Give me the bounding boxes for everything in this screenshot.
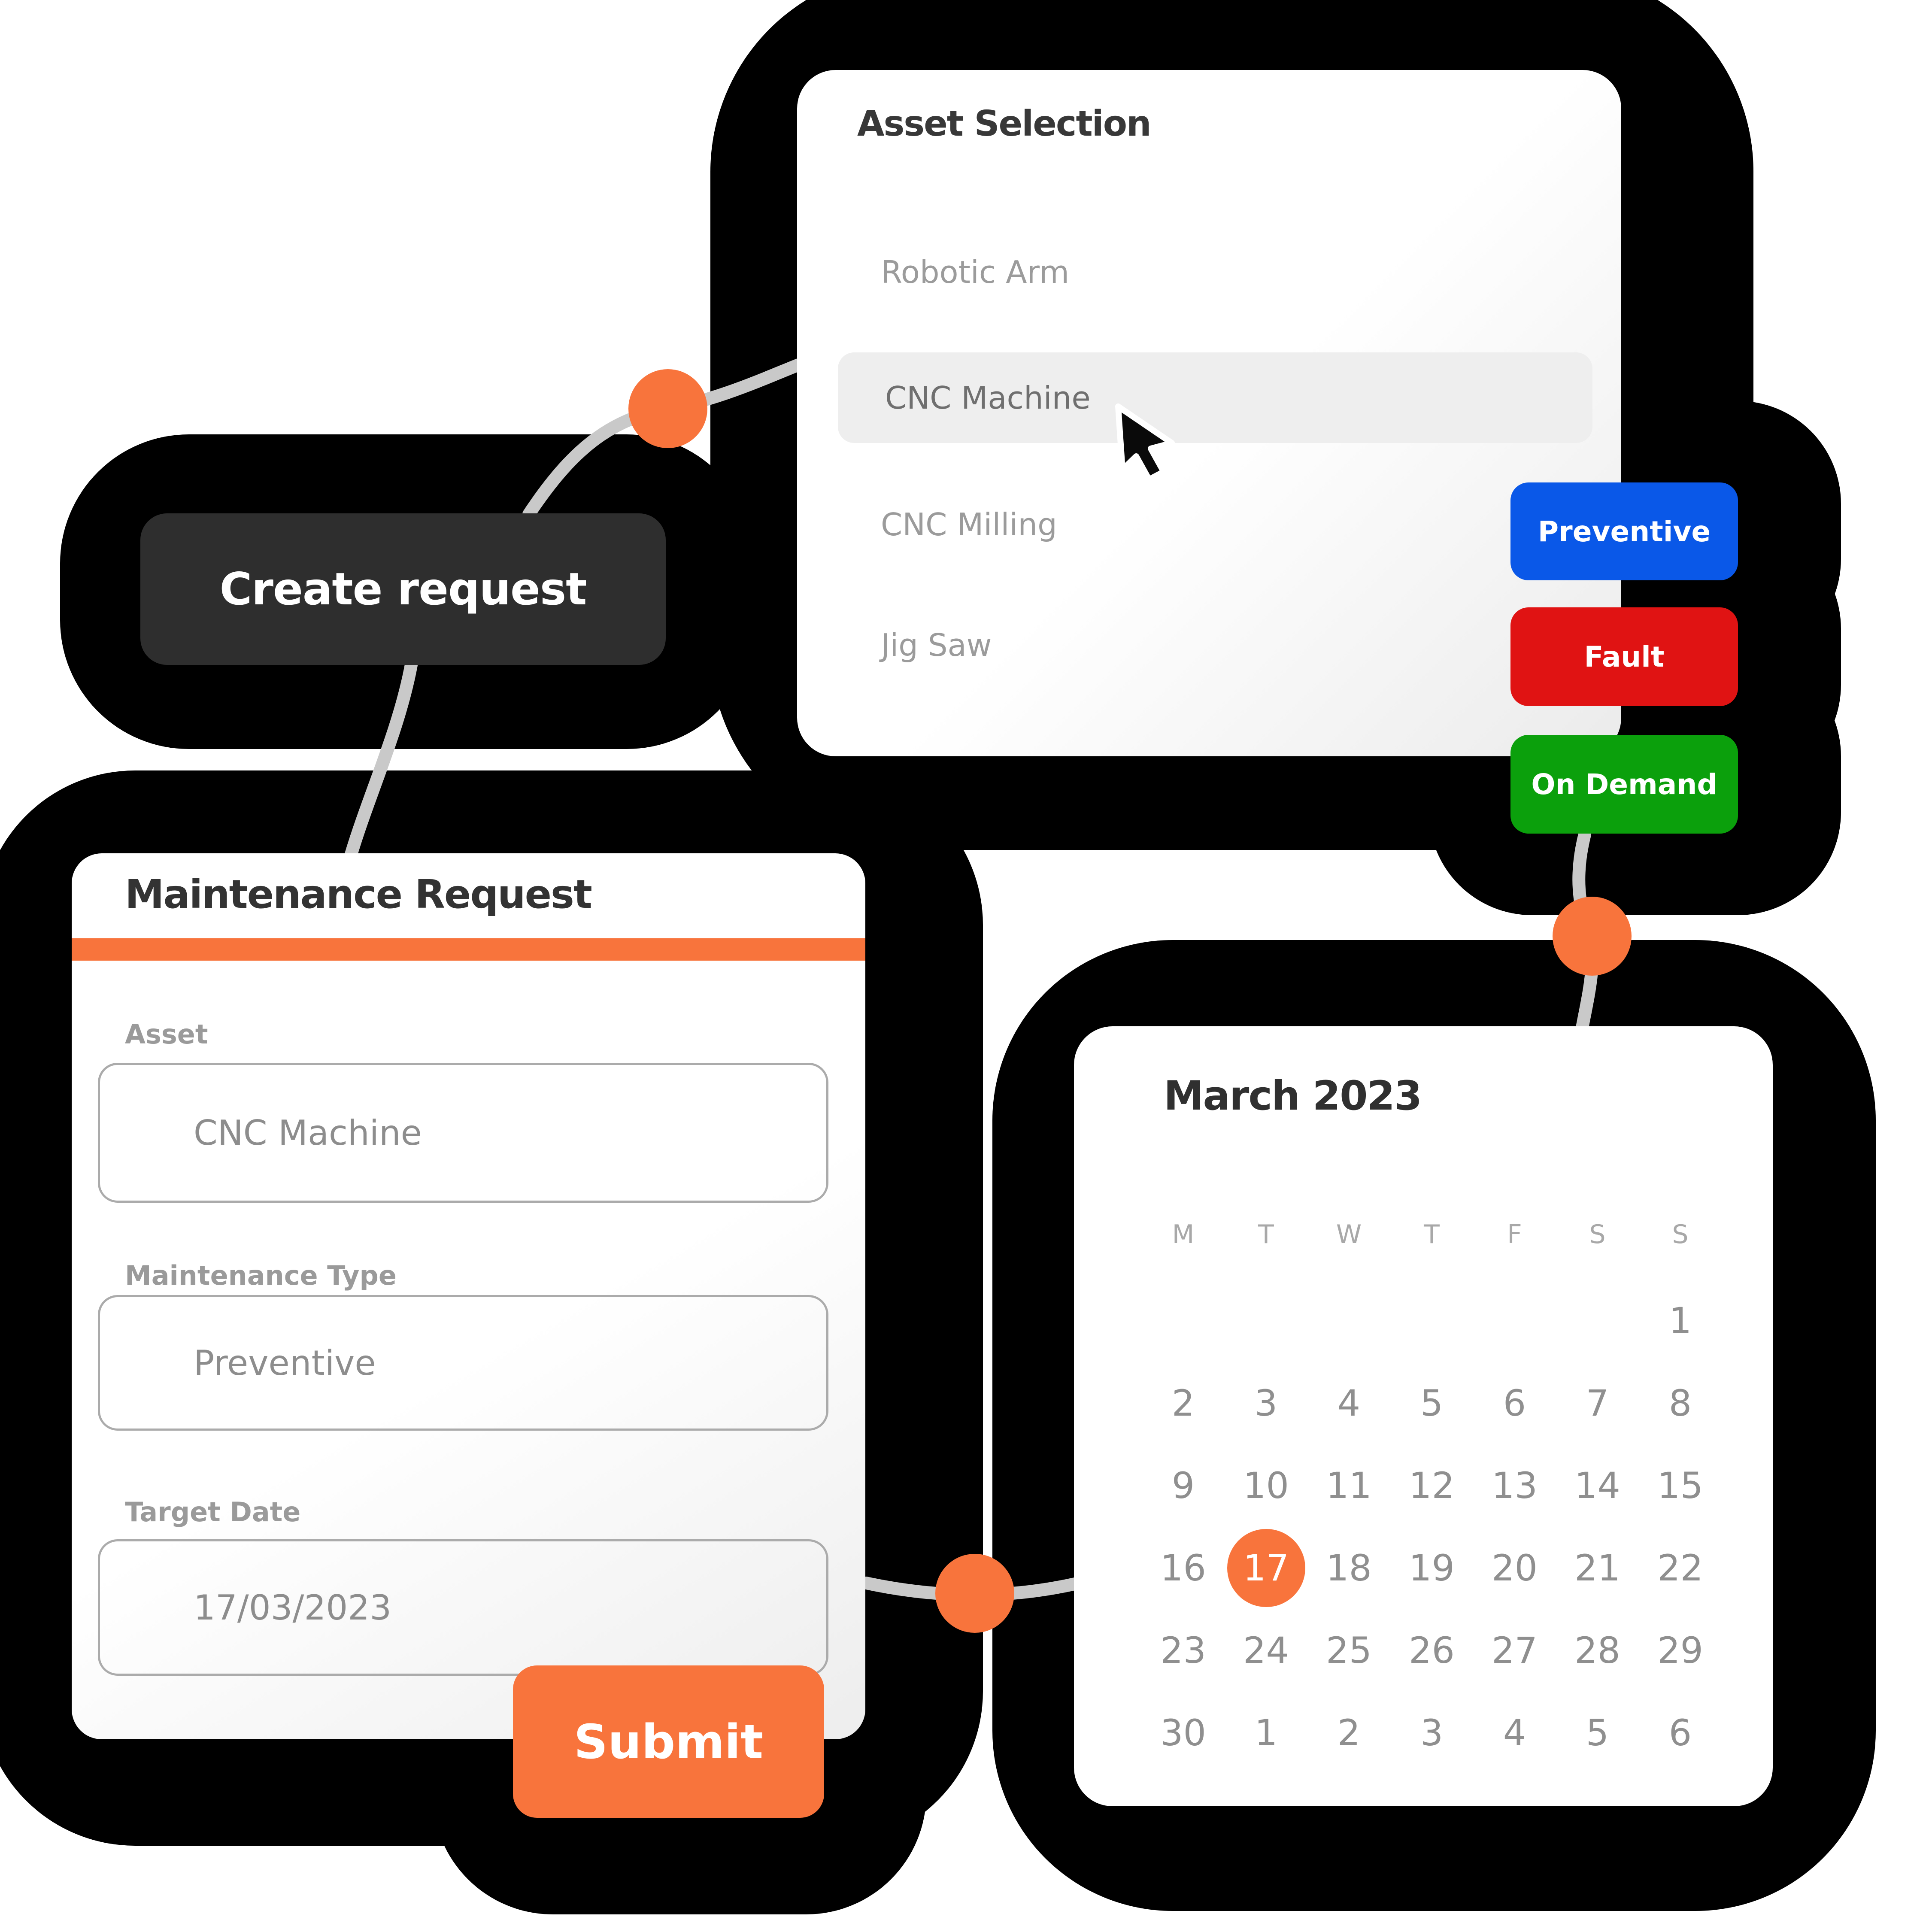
badge-preventive-label: Preventive [1538, 515, 1711, 548]
selected-date-circle: 17 [1227, 1529, 1305, 1607]
badge-fault[interactable]: Fault [1510, 607, 1738, 706]
target-date-field-value: 17/03/2023 [194, 1587, 392, 1628]
calendar-day[interactable]: 18 [1326, 1547, 1372, 1589]
calendar-day[interactable]: 6 [1668, 1712, 1692, 1754]
day-header-sat: S [1589, 1219, 1606, 1250]
calendar-day[interactable]: 5 [1420, 1382, 1444, 1424]
calendar-day[interactable]: 23 [1160, 1629, 1206, 1671]
calendar-day [1390, 1280, 1473, 1362]
day-header-wed: W [1336, 1219, 1362, 1250]
calendar-day[interactable]: 11 [1326, 1465, 1372, 1507]
calendar-day[interactable]: 2 [1171, 1382, 1195, 1424]
maintenance-type-field-label: Maintenance Type [125, 1260, 397, 1291]
calendar-day[interactable]: 13 [1492, 1465, 1538, 1507]
calendar-day[interactable]: 29 [1657, 1629, 1703, 1671]
calendar-week-5: 23 24 25 26 27 28 29 [1142, 1609, 1722, 1692]
day-header-mon: M [1172, 1219, 1195, 1250]
calendar-day [1225, 1280, 1307, 1362]
calendar-day[interactable]: 27 [1492, 1629, 1538, 1671]
cursor-pointer-icon [1115, 403, 1175, 482]
connector-dot-form [935, 1554, 1014, 1633]
calendar-day[interactable]: 24 [1243, 1629, 1289, 1671]
calendar-day[interactable]: 3 [1420, 1712, 1444, 1754]
calendar-day[interactable]: 1 [1254, 1712, 1278, 1754]
maintenance-type-field[interactable]: Preventive [98, 1295, 828, 1431]
badge-fault-label: Fault [1584, 640, 1665, 673]
asset-item-selected-highlight[interactable] [838, 352, 1592, 443]
submit-button[interactable]: Submit [513, 1665, 824, 1818]
asset-field[interactable]: CNC Machine [98, 1063, 828, 1203]
asset-selection-panel: Asset Selection Robotic Arm CNC Machine … [797, 70, 1621, 756]
maintenance-type-field-value: Preventive [194, 1343, 376, 1383]
day-header-fri: F [1507, 1219, 1522, 1250]
create-request-label: Create request [219, 563, 587, 615]
calendar-day[interactable]: 6 [1503, 1382, 1526, 1424]
asset-item-robotic-arm[interactable]: Robotic Arm [881, 254, 1070, 290]
calendar-day [1307, 1280, 1390, 1362]
calendar-day[interactable]: 20 [1492, 1547, 1538, 1589]
calendar-day[interactable]: 9 [1171, 1465, 1195, 1507]
maintenance-request-title: Maintenance Request [125, 871, 592, 917]
calendar-day[interactable]: 30 [1160, 1712, 1206, 1754]
asset-field-label: Asset [125, 1019, 208, 1050]
calendar-day[interactable]: 21 [1574, 1547, 1620, 1589]
maintenance-request-panel: Maintenance Request Asset CNC Machine Ma… [72, 853, 865, 1739]
calendar-week-2: 2 3 4 5 6 7 8 [1142, 1362, 1722, 1444]
asset-field-value: CNC Machine [194, 1113, 422, 1153]
calendar-week-1: 1 [1142, 1280, 1722, 1362]
calendar-grid: 1 2 3 4 5 6 7 8 9 10 11 12 13 14 15 16 [1142, 1280, 1722, 1774]
calendar-day[interactable]: 5 [1586, 1712, 1609, 1754]
calendar-day[interactable]: 16 [1160, 1547, 1206, 1589]
asset-selection-title: Asset Selection [857, 103, 1151, 144]
badge-on-demand[interactable]: On Demand [1510, 735, 1738, 834]
asset-item-cnc-machine[interactable]: CNC Machine [885, 380, 1091, 416]
badge-on-demand-label: On Demand [1531, 767, 1717, 801]
target-date-field[interactable]: 17/03/2023 [98, 1539, 828, 1676]
calendar-day[interactable]: 8 [1668, 1382, 1692, 1424]
create-request-button[interactable]: Create request [140, 513, 666, 665]
calendar-day[interactable]: 26 [1409, 1629, 1455, 1671]
calendar-day [1556, 1280, 1639, 1362]
calendar-day-headers: M T W T F S S [1142, 1211, 1722, 1258]
calendar-day[interactable]: 10 [1243, 1465, 1289, 1507]
calendar-day[interactable]: 15 [1657, 1465, 1703, 1507]
day-header-tue: T [1258, 1219, 1274, 1250]
asset-item-jig-saw[interactable]: Jig Saw [881, 627, 992, 663]
calendar-day[interactable]: 19 [1409, 1547, 1455, 1589]
calendar-day [1142, 1280, 1225, 1362]
calendar-day[interactable]: 7 [1586, 1382, 1609, 1424]
calendar-week-6: 30 1 2 3 4 5 6 [1142, 1692, 1722, 1774]
calendar-panel: March 2023 M T W T F S S 1 2 3 4 [1074, 1026, 1773, 1806]
form-accent-bar [72, 938, 865, 961]
calendar-day[interactable]: 25 [1326, 1629, 1372, 1671]
connector-dot-asset [628, 369, 707, 448]
calendar-day[interactable]: 3 [1254, 1382, 1278, 1424]
calendar-day[interactable]: 4 [1337, 1382, 1361, 1424]
calendar-day[interactable]: 22 [1657, 1547, 1703, 1589]
connector-dot-calendar [1553, 897, 1632, 976]
calendar-day[interactable]: 14 [1574, 1465, 1620, 1507]
calendar-day[interactable]: 2 [1337, 1712, 1361, 1754]
calendar-week-4: 16 17 18 19 20 21 22 [1142, 1527, 1722, 1609]
calendar-day[interactable]: 28 [1574, 1629, 1620, 1671]
badge-preventive[interactable]: Preventive [1510, 482, 1738, 580]
target-date-field-label: Target Date [125, 1496, 301, 1528]
calendar-day [1473, 1280, 1556, 1362]
calendar-day-selected[interactable]: 17 [1225, 1527, 1307, 1609]
calendar-week-3: 9 10 11 12 13 14 15 [1142, 1444, 1722, 1527]
calendar-day[interactable]: 12 [1409, 1465, 1455, 1507]
calendar-day[interactable]: 1 [1668, 1300, 1692, 1342]
calendar-title: March 2023 [1164, 1073, 1422, 1119]
asset-item-cnc-milling[interactable]: CNC Milling [881, 507, 1057, 543]
day-header-thu: T [1424, 1219, 1440, 1250]
submit-button-label: Submit [573, 1714, 764, 1769]
day-header-sun: S [1672, 1219, 1689, 1250]
calendar-day[interactable]: 4 [1503, 1712, 1526, 1754]
